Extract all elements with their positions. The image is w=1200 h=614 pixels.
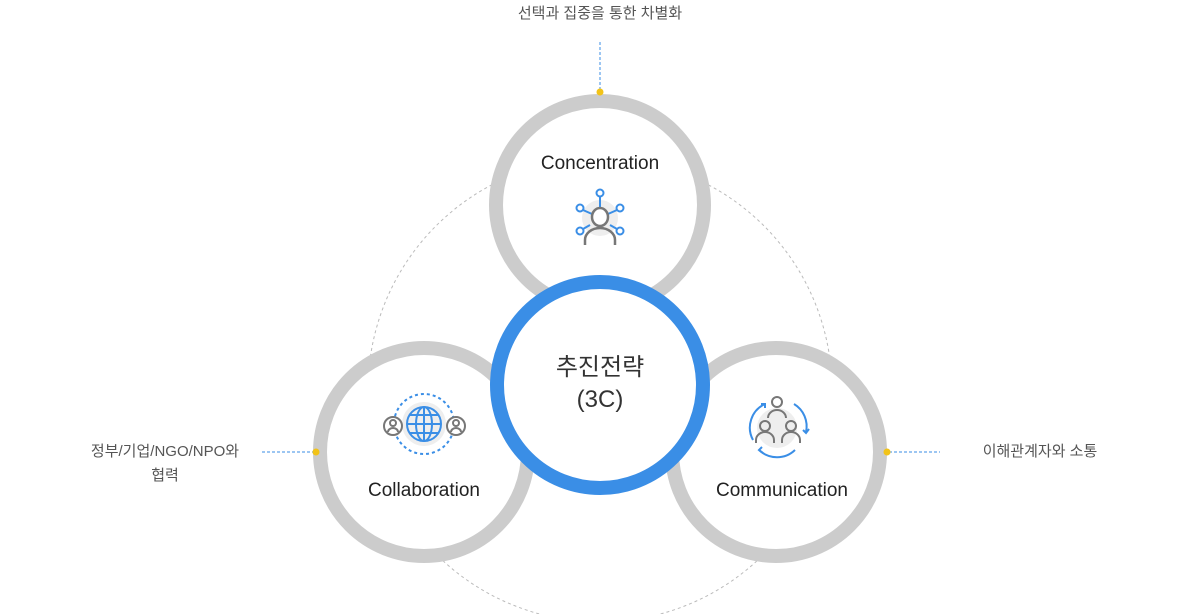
center-title-line1: 추진전략: [555, 354, 645, 381]
global-collaboration-icon: [383, 393, 466, 455]
note-collaboration: 정부/기업/NGO/NPO와 협력: [40, 440, 290, 488]
label-communication: Communication: [716, 480, 848, 501]
ring-center: [490, 275, 710, 495]
dot-top: [596, 88, 604, 96]
center-title-line2: (3C): [576, 386, 624, 413]
team-communication-icon: [748, 396, 810, 459]
dot-left: [312, 448, 320, 456]
note-collaboration-line1: 정부/기업/NGO/NPO와: [90, 443, 240, 460]
note-collaboration-line2: 협력: [151, 467, 179, 484]
center-title: 추진전략 (3C): [500, 352, 700, 416]
dot-right: [883, 448, 891, 456]
label-collaboration: Collaboration: [368, 480, 480, 501]
note-communication: 이해관계자와 소통: [982, 443, 1098, 460]
note-concentration: 선택과 집중을 통한 차별화: [517, 5, 683, 22]
network-person-icon: [575, 188, 625, 245]
label-concentration: Concentration: [540, 153, 660, 174]
